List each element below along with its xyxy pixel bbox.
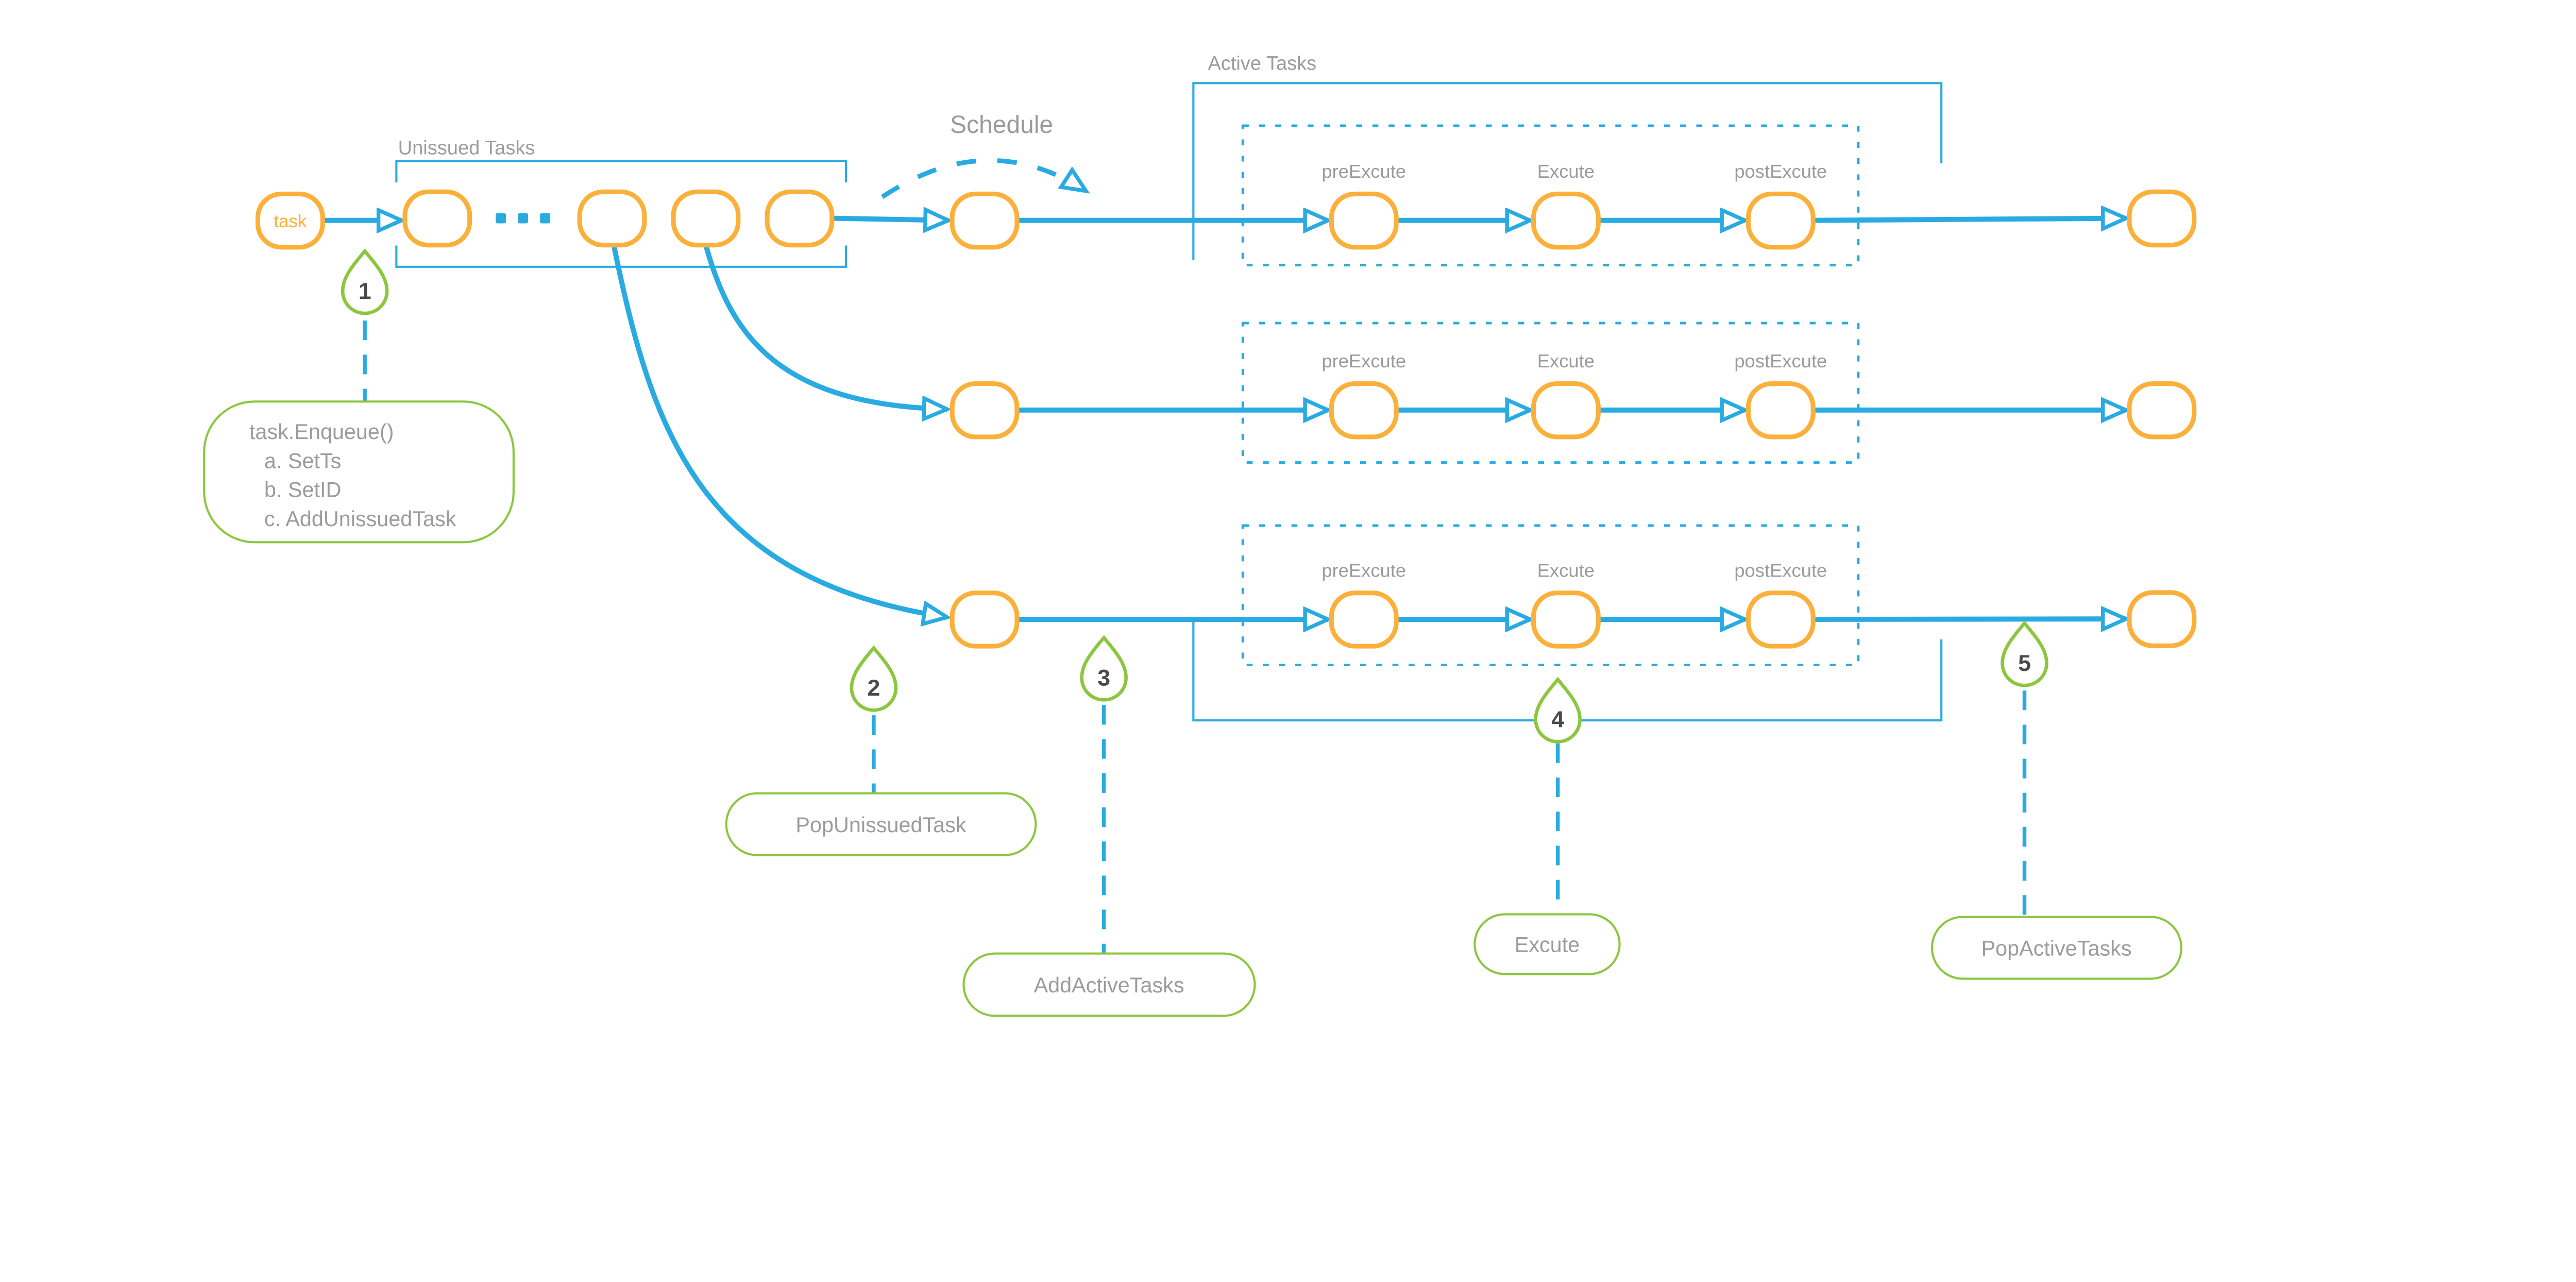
pre-excute-node-row1 xyxy=(1329,191,1399,250)
unissued-tasks-bracket-top xyxy=(395,160,848,183)
worker-box-row1 xyxy=(1241,124,1860,267)
excute-label-row1: Excute xyxy=(1537,161,1595,182)
scheduled-node-row3 xyxy=(950,591,1020,649)
flow-queue-to-sched-row3 xyxy=(611,244,947,617)
end-node-row3 xyxy=(2127,590,2197,648)
excute-node-row1 xyxy=(1531,191,1601,250)
pre-excute-label-row1: preExcute xyxy=(1321,161,1406,182)
end-node-row2 xyxy=(2127,381,2197,440)
flow-queue-to-sched-row1 xyxy=(832,218,948,221)
task-node: task xyxy=(255,191,325,250)
scheduled-node-row1 xyxy=(950,191,1020,250)
queue-node-1 xyxy=(402,189,472,248)
post-excute-node-row2 xyxy=(1745,381,1816,440)
step-marker-4: 4 xyxy=(1534,677,1582,744)
callout-excute: Excute xyxy=(1473,913,1621,975)
scheduled-node-row2 xyxy=(950,381,1020,440)
callout-pop-active-tasks: PopActiveTasks xyxy=(1930,916,2183,980)
excute-node-row3 xyxy=(1531,591,1601,649)
task-node-label: task xyxy=(274,212,307,231)
pre-excute-label-row2: preExcute xyxy=(1321,350,1406,372)
pre-excute-node-row2 xyxy=(1329,381,1399,440)
callout-text: AddActiveTasks xyxy=(1034,973,1184,997)
step-number-4: 4 xyxy=(1551,707,1564,732)
schedule-arc-arrow xyxy=(880,158,1086,199)
callout-task-enqueue: task.Enqueue() a. SetTs b. SetID c. AddU… xyxy=(203,400,515,544)
excute-label-row3: Excute xyxy=(1537,560,1595,581)
flow-queue-to-sched-row2 xyxy=(703,244,947,409)
callout-line: c. AddUnissuedTask xyxy=(264,507,456,531)
step-marker-5: 5 xyxy=(2001,620,2048,687)
queue-node-4 xyxy=(765,189,835,248)
callout-line: a. SetTs xyxy=(264,449,341,473)
active-tasks-label: Active Tasks xyxy=(1208,53,1316,75)
callout-pop-unissued-task: PopUnissuedTask xyxy=(725,792,1037,856)
post-excute-label-row1: postExcute xyxy=(1734,161,1827,182)
callout-line: b. SetID xyxy=(264,478,341,502)
schedule-label: Schedule xyxy=(950,111,1053,139)
queue-ellipsis-dot xyxy=(540,213,551,224)
callout-text: Excute xyxy=(1515,933,1580,956)
callout-add-active-tasks: AddActiveTasks xyxy=(962,952,1256,1017)
queue-ellipsis-dot xyxy=(518,213,528,224)
step-number-1: 1 xyxy=(359,279,371,304)
callout-line: task.Enqueue() xyxy=(249,420,394,444)
pre-excute-label-row3: preExcute xyxy=(1321,560,1406,581)
queue-node-2 xyxy=(577,189,647,248)
step-number-2: 2 xyxy=(867,676,880,701)
post-excute-node-row3 xyxy=(1745,591,1816,649)
post-excute-label-row3: postExcute xyxy=(1734,560,1827,581)
pre-excute-node-row3 xyxy=(1329,591,1399,649)
worker-box-row3 xyxy=(1241,524,1860,667)
task-scheduler-diagram: Unissued Tasks Schedule Active Tasks tas… xyxy=(203,53,2197,1017)
step-number-5: 5 xyxy=(2018,651,2031,676)
post-excute-node-row1 xyxy=(1745,191,1816,250)
excute-label-row2: Excute xyxy=(1537,350,1595,372)
post-excute-label-row2: postExcute xyxy=(1734,350,1827,372)
worker-box-row2 xyxy=(1241,322,1860,464)
unissued-tasks-label: Unissued Tasks xyxy=(398,137,535,159)
step-marker-3: 3 xyxy=(1080,635,1128,702)
callout-text: PopActiveTasks xyxy=(1981,937,2132,960)
queue-ellipsis-dot xyxy=(496,213,506,224)
queue-node-3 xyxy=(671,189,741,248)
flow-post-to-end-row1 xyxy=(1813,218,2126,221)
step-marker-1: 1 xyxy=(341,248,389,315)
end-node-row1 xyxy=(2127,189,2197,248)
excute-node-row2 xyxy=(1531,381,1601,440)
callout-text: PopUnissuedTask xyxy=(795,813,966,837)
active-tasks-bracket-top xyxy=(1192,82,1943,260)
step-number-3: 3 xyxy=(1097,665,1110,690)
unissued-tasks-bracket-bottom xyxy=(395,245,848,268)
step-marker-2: 2 xyxy=(850,645,898,712)
